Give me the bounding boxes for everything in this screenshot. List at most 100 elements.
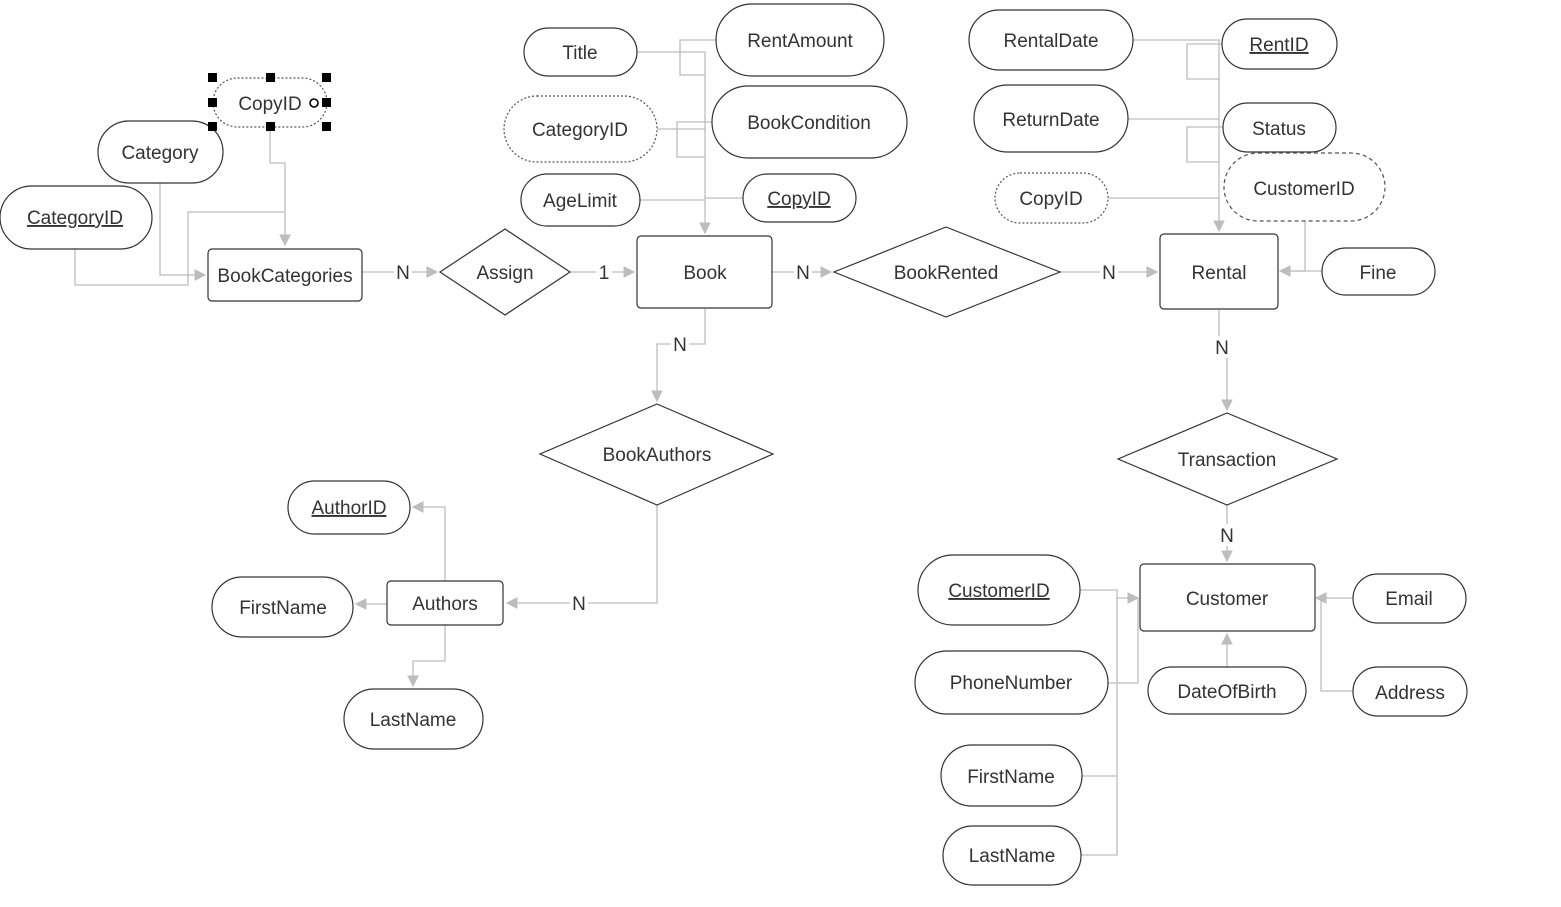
cardinality-rental-transaction: N bbox=[1213, 336, 1231, 359]
edge-category-bookcategories[interactable] bbox=[159, 182, 207, 281]
attribute-rental-status[interactable]: Status bbox=[1222, 102, 1337, 153]
svg-text:BookCondition: BookCondition bbox=[747, 113, 871, 134]
svg-text:CustomerID: CustomerID bbox=[948, 581, 1049, 602]
connection-point-icon[interactable] bbox=[309, 98, 319, 108]
edge-bookauthors-authors[interactable] bbox=[505, 505, 658, 609]
edge-status-rental[interactable] bbox=[1186, 126, 1223, 163]
attribute-bookcategories-category[interactable]: Category bbox=[97, 120, 224, 184]
edge-rentid-rental[interactable] bbox=[1186, 43, 1222, 80]
edge-categoryid-bookcategories[interactable] bbox=[74, 211, 285, 286]
edge-rentaldate-rental[interactable] bbox=[1133, 39, 1225, 233]
relationship-bookrented[interactable]: BookRented bbox=[832, 226, 1062, 318]
svg-text:LastName: LastName bbox=[969, 846, 1056, 867]
entity-customer[interactable]: Customer bbox=[1139, 563, 1316, 632]
attribute-authors-lastname[interactable]: LastName bbox=[343, 688, 484, 750]
svg-text:Authors: Authors bbox=[412, 594, 477, 615]
edge-rentamount-book[interactable] bbox=[679, 39, 716, 76]
edge-address-customer[interactable] bbox=[1320, 598, 1353, 692]
attribute-book-categoryid[interactable]: CategoryID bbox=[503, 95, 658, 163]
svg-text:FirstName: FirstName bbox=[967, 767, 1055, 788]
attribute-customer-dateofbirth[interactable]: DateOfBirth bbox=[1147, 666, 1307, 715]
svg-text:CategoryID: CategoryID bbox=[27, 208, 123, 229]
attribute-authors-authorid[interactable]: AuthorID bbox=[287, 480, 411, 535]
attributes: CopyID Category CategoryID Title RentAmo… bbox=[0, 3, 1468, 886]
entities: BookCategories Book Rental Authors Custo… bbox=[207, 233, 1316, 632]
attribute-customer-customerid[interactable]: CustomerID bbox=[917, 554, 1081, 626]
svg-text:N: N bbox=[1215, 338, 1229, 359]
svg-text:RentalDate: RentalDate bbox=[1003, 31, 1098, 52]
attribute-customer-email[interactable]: Email bbox=[1352, 573, 1467, 624]
svg-text:BookAuthors: BookAuthors bbox=[603, 445, 712, 466]
svg-text:Transaction: Transaction bbox=[1178, 450, 1277, 471]
attribute-rental-rentaldate[interactable]: RentalDate bbox=[968, 9, 1134, 71]
attribute-authors-firstname[interactable]: FirstName bbox=[211, 576, 354, 638]
cardinality-book-bookauthors: N bbox=[671, 333, 689, 356]
svg-text:AuthorID: AuthorID bbox=[312, 498, 387, 519]
svg-text:N: N bbox=[796, 263, 810, 284]
svg-text:CategoryID: CategoryID bbox=[532, 120, 628, 141]
attribute-book-copyid[interactable]: CopyID bbox=[742, 173, 857, 223]
svg-text:Customer: Customer bbox=[1186, 589, 1269, 610]
edge-phonenumber-customer[interactable] bbox=[1108, 598, 1139, 684]
relationship-bookauthors[interactable]: BookAuthors bbox=[538, 403, 775, 506]
resize-handle-n[interactable] bbox=[266, 73, 275, 82]
resize-handle-w[interactable] bbox=[208, 98, 217, 107]
svg-text:CustomerID: CustomerID bbox=[1253, 179, 1354, 200]
attribute-rental-returndate[interactable]: ReturnDate bbox=[973, 84, 1129, 153]
svg-text:Category: Category bbox=[121, 143, 199, 164]
selection-handles bbox=[208, 73, 331, 131]
svg-text:Assign: Assign bbox=[476, 263, 533, 284]
attribute-customer-phonenumber[interactable]: PhoneNumber bbox=[914, 650, 1109, 715]
edge-rental-transaction[interactable] bbox=[1218, 310, 1233, 412]
entity-book[interactable]: Book bbox=[636, 235, 773, 309]
attribute-rental-copyid[interactable]: CopyID bbox=[994, 172, 1109, 224]
svg-text:N: N bbox=[673, 335, 687, 356]
resize-handle-ne[interactable] bbox=[322, 73, 331, 82]
svg-text:N: N bbox=[1220, 526, 1234, 547]
attribute-rental-rentid[interactable]: RentID bbox=[1221, 18, 1338, 70]
attribute-book-bookcondition[interactable]: BookCondition bbox=[711, 85, 908, 159]
svg-text:LastName: LastName bbox=[370, 710, 457, 731]
svg-text:Email: Email bbox=[1385, 589, 1433, 610]
attribute-bookcategories-categoryid[interactable]: CategoryID bbox=[0, 185, 153, 250]
edge-authors-lastname[interactable] bbox=[407, 625, 446, 688]
entity-authors[interactable]: Authors bbox=[386, 580, 504, 626]
svg-text:Fine: Fine bbox=[1360, 263, 1397, 284]
attribute-bookcategories-copyid[interactable]: CopyID bbox=[212, 77, 328, 128]
entity-bookcategories[interactable]: BookCategories bbox=[207, 248, 363, 302]
attribute-book-agelimit[interactable]: AgeLimit bbox=[520, 173, 641, 227]
edge-copyid-bookcategories[interactable] bbox=[269, 127, 291, 247]
resize-handle-nw[interactable] bbox=[208, 73, 217, 82]
attribute-rental-fine[interactable]: Fine bbox=[1321, 247, 1436, 296]
resize-handle-se[interactable] bbox=[322, 122, 331, 131]
edge-title-book[interactable] bbox=[637, 51, 711, 235]
edge-customerid-rental[interactable] bbox=[1280, 221, 1306, 272]
edge-customerid-customer[interactable] bbox=[1080, 589, 1140, 604]
svg-text:CopyID: CopyID bbox=[1019, 189, 1082, 210]
attribute-customer-lastname[interactable]: LastName bbox=[942, 825, 1082, 886]
cardinality-transaction-customer: N bbox=[1218, 524, 1236, 547]
resize-handle-sw[interactable] bbox=[208, 122, 217, 131]
svg-text:BookRented: BookRented bbox=[894, 263, 999, 284]
attribute-book-rentamount[interactable]: RentAmount bbox=[715, 3, 885, 77]
svg-text:Title: Title bbox=[562, 43, 597, 64]
svg-text:N: N bbox=[396, 263, 410, 284]
attribute-customer-firstname[interactable]: FirstName bbox=[940, 744, 1083, 807]
svg-text:1: 1 bbox=[599, 263, 610, 284]
svg-text:Rental: Rental bbox=[1192, 263, 1247, 284]
entity-rental[interactable]: Rental bbox=[1159, 233, 1279, 310]
svg-text:N: N bbox=[1102, 263, 1116, 284]
attribute-book-title[interactable]: Title bbox=[523, 27, 638, 77]
relationship-transaction[interactable]: Transaction bbox=[1116, 412, 1339, 506]
resize-handle-e[interactable] bbox=[322, 98, 331, 107]
attribute-rental-customerid[interactable]: CustomerID bbox=[1223, 152, 1386, 222]
resize-handle-s[interactable] bbox=[266, 122, 275, 131]
attribute-customer-address[interactable]: Address bbox=[1352, 666, 1468, 717]
svg-text:FirstName: FirstName bbox=[239, 598, 327, 619]
edge-authors-authorid[interactable] bbox=[411, 501, 446, 581]
edge-bookcondition-book[interactable] bbox=[676, 121, 712, 158]
relationship-assign[interactable]: Assign bbox=[438, 228, 572, 316]
edge-lastname-customer[interactable] bbox=[1081, 776, 1118, 856]
svg-text:N: N bbox=[572, 594, 586, 615]
